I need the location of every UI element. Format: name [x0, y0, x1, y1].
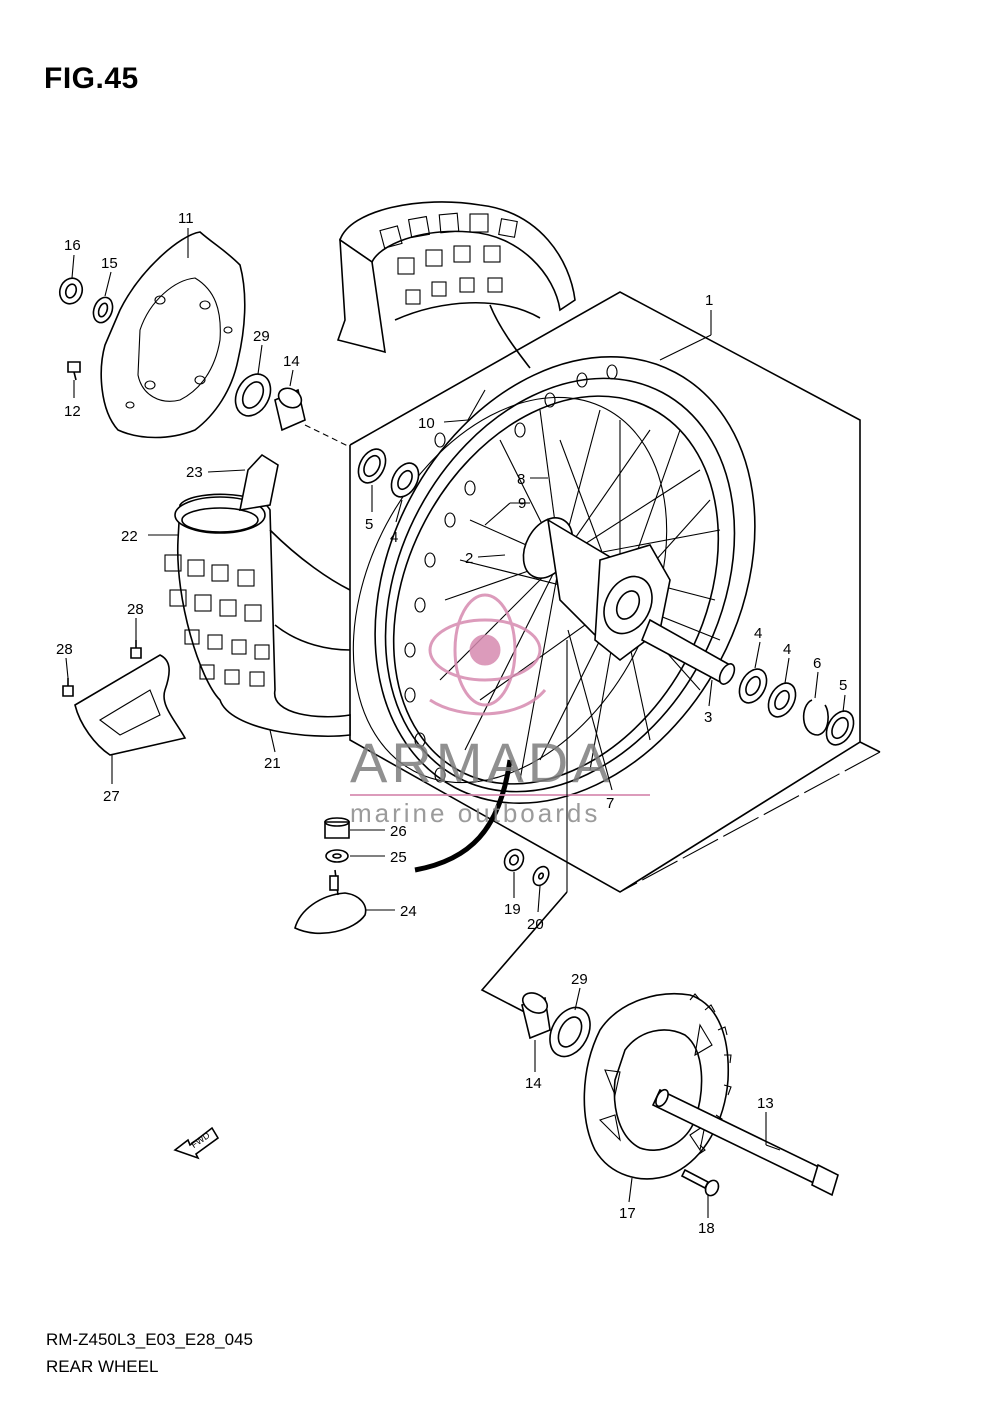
sprocket-box-outline — [480, 891, 568, 1021]
guard-bolt-2 — [62, 678, 74, 697]
rim-lock — [294, 869, 367, 935]
callout-29: 29 — [571, 971, 588, 988]
diagram-name: REAR WHEEL — [46, 1357, 159, 1376]
watermark: ARMADA marine outboards — [350, 593, 650, 828]
bearing-left — [390, 462, 420, 498]
tire-lower — [164, 493, 351, 738]
callout-28: 28 — [127, 601, 144, 618]
callout-16: 16 — [64, 237, 81, 254]
valve-hose — [414, 759, 513, 873]
sprocket-bolt — [680, 1168, 720, 1197]
bearing-right-2 — [767, 682, 797, 718]
collar-left — [274, 387, 306, 432]
disc-washer — [92, 296, 114, 324]
valve-nut — [503, 848, 525, 872]
leader-dash — [304, 424, 351, 448]
callout-4: 4 — [754, 625, 762, 642]
assembly-box-edge — [619, 751, 881, 893]
rim-lock-nut — [324, 817, 350, 839]
callout-28: 28 — [56, 641, 73, 658]
callout-4: 4 — [390, 529, 398, 546]
rear-sprocket — [583, 992, 732, 1180]
callout-3: 3 — [704, 709, 712, 726]
callout-20: 20 — [527, 916, 544, 933]
guard-bolt-1 — [130, 640, 142, 659]
callout-13: 13 — [757, 1095, 774, 1112]
callout-5: 5 — [365, 516, 373, 533]
callout-15: 15 — [101, 255, 118, 272]
rear-axle — [651, 1088, 839, 1197]
callout-1: 1 — [705, 292, 713, 309]
callout-21: 21 — [264, 755, 281, 772]
axle-spacer — [640, 618, 736, 685]
disc-nut — [58, 277, 84, 305]
brake-disc — [100, 231, 246, 439]
valve-washer — [532, 865, 550, 887]
callout-27: 27 — [103, 788, 120, 805]
callout-7: 7 — [606, 795, 614, 812]
callout-29: 29 — [253, 328, 270, 345]
callout-8: 8 — [517, 471, 525, 488]
watermark-propeller-logo — [428, 593, 547, 716]
callout-18: 18 — [698, 1220, 715, 1237]
fwd-arrow-icon: FWD — [173, 1126, 220, 1160]
circlip — [802, 699, 829, 736]
rim-band — [238, 453, 279, 511]
callout-25: 25 — [390, 849, 407, 866]
tire-upper — [336, 201, 576, 369]
callout-14: 14 — [283, 353, 300, 370]
callout-9: 9 — [518, 495, 526, 512]
callout-4: 4 — [783, 641, 791, 658]
callout-23: 23 — [186, 464, 203, 481]
watermark-tagline: marine outboards — [350, 798, 600, 828]
callout-24: 24 — [400, 903, 417, 920]
rim-lock-washer — [325, 849, 349, 863]
callout-11: 11 — [178, 210, 194, 227]
callout-12: 12 — [64, 403, 81, 420]
callout-14: 14 — [525, 1075, 542, 1092]
callout-19: 19 — [504, 901, 521, 918]
spacer-right — [549, 1006, 591, 1058]
dust-seal-right — [825, 710, 855, 746]
callout-17: 17 — [619, 1205, 636, 1222]
sprocket-guard — [74, 654, 187, 756]
callout-5: 5 — [839, 677, 847, 694]
callout-6: 6 — [813, 655, 821, 672]
leader-lines — [65, 228, 846, 1218]
watermark-brand: ARMADA — [350, 731, 614, 794]
callout-10: 10 — [418, 415, 435, 432]
dust-seal-left — [357, 448, 387, 484]
figure-title: FIG.45 — [44, 62, 139, 95]
callout-labels: 1 2 3 4 4 4 5 5 6 7 8 9 10 11 12 13 14 1… — [56, 210, 847, 1237]
assembly-box-edge — [859, 741, 881, 753]
disc-bolt — [67, 361, 81, 381]
spacer-left — [234, 373, 272, 417]
diagram-code: RM-Z450L3_E03_E28_045 — [46, 1330, 253, 1349]
callout-2: 2 — [465, 550, 473, 567]
callout-26: 26 — [390, 823, 407, 840]
callout-22: 22 — [121, 528, 138, 545]
bearing-right-1 — [738, 668, 768, 704]
collar-right — [521, 992, 551, 1040]
